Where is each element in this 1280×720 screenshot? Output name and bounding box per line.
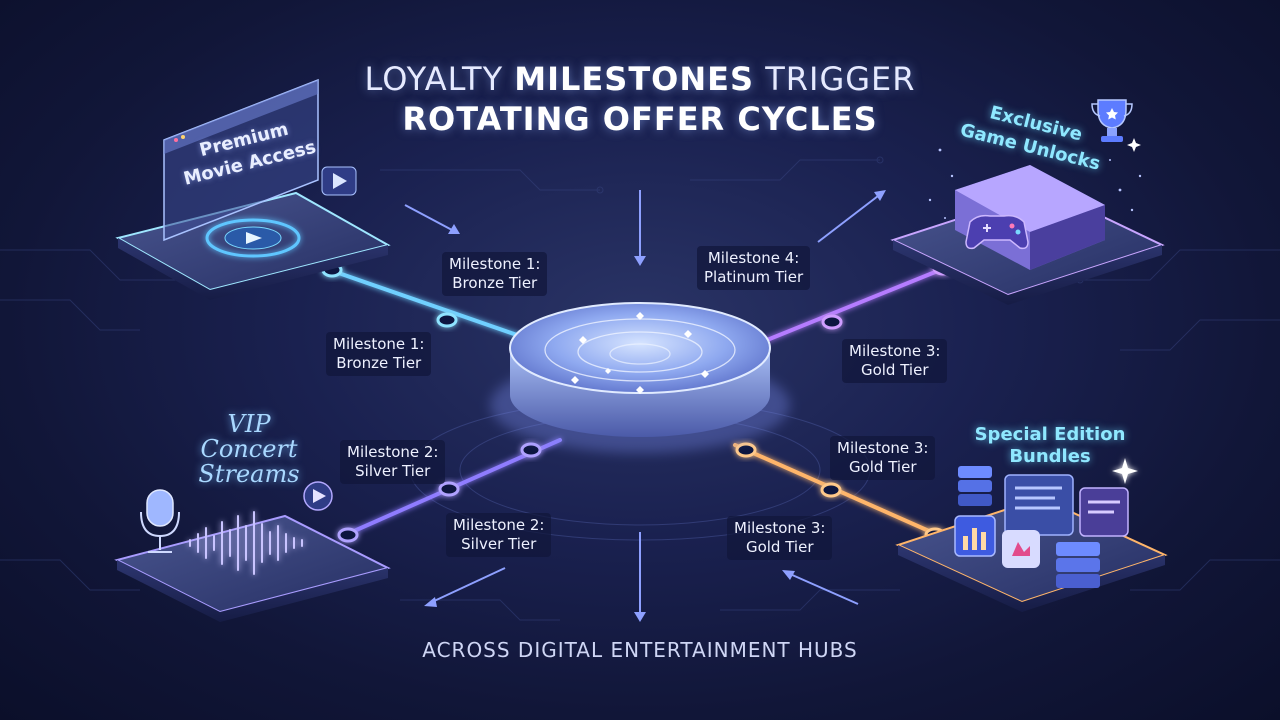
title-word-loyalty: LOYALTY: [364, 60, 504, 98]
label-line: Milestone 2:: [453, 516, 545, 534]
app-tile-icon: [1002, 530, 1040, 568]
flow-arrows: [404, 190, 886, 622]
silver-node-3: [520, 442, 542, 458]
platinum-node-2: [821, 314, 843, 330]
special-edition-title-line2: Bundles: [1009, 446, 1091, 467]
bundle-panels: [1004, 474, 1129, 537]
microphone-icon: [140, 489, 180, 553]
title-word-trigger: TRIGGER: [765, 60, 916, 98]
arrow-down-bottom: [634, 532, 646, 622]
bar-chart-icon: [954, 515, 996, 557]
floating-screen: [163, 78, 319, 242]
vip-concert-title: VIP Concert Streams: [184, 412, 314, 487]
label-line: Milestone 1:: [449, 255, 541, 273]
vip-concert-title-line1: VIP: [227, 410, 271, 438]
label-line: Gold Tier: [848, 458, 917, 476]
footer-caption: ACROSS DIGITAL ENTERTAINMENT HUBS: [422, 638, 858, 662]
label-line: Gold Tier: [745, 538, 814, 556]
play-icon-concert: [303, 481, 333, 511]
arrow-from-bundle-card: [782, 570, 859, 605]
sparkle-icon: [1112, 458, 1138, 484]
label-line: Milestone 2:: [347, 443, 439, 461]
gold-node-1: [735, 442, 757, 458]
card-vip-concert: [114, 481, 391, 622]
silver-node-2: [438, 481, 460, 497]
title-word-milestones: MILESTONES: [514, 60, 755, 98]
arrow-down-top: [634, 190, 646, 266]
arrow-to-game-card: [817, 190, 886, 243]
label-line: Silver Tier: [461, 535, 537, 553]
special-edition-title-line1: Special Edition: [974, 424, 1126, 445]
label-milestone3-upper-right: Milestone 3: Gold Tier: [842, 339, 948, 383]
label-line: Silver Tier: [355, 462, 431, 480]
sparkle-dust: [928, 148, 1142, 219]
label-milestone1-upper: Milestone 1: Bronze Tier: [442, 252, 548, 296]
vip-concert-title-line2: Concert: [200, 435, 298, 463]
label-line: Bronze Tier: [336, 354, 422, 372]
page-title-line1: LOYALTY MILESTONES TRIGGER: [0, 60, 1280, 98]
arrow-to-concert-card: [424, 567, 506, 607]
console-box: [955, 165, 1105, 270]
sound-wave: [189, 511, 303, 575]
label-line: Milestone 3:: [849, 342, 941, 360]
label-milestone1-lower: Milestone 1: Bronze Tier: [326, 332, 432, 376]
card-special-edition: [895, 458, 1168, 612]
silver-node-1: [337, 527, 359, 543]
game-controller-icon: [965, 214, 1029, 250]
label-line: Platinum Tier: [704, 268, 804, 286]
stacked-cubes: [958, 466, 1100, 588]
central-hub: [490, 302, 790, 453]
bronze-node-2: [436, 312, 458, 328]
label-line: Milestone 1:: [333, 335, 425, 353]
gold-node-2: [820, 482, 842, 498]
label-milestone2-upper: Milestone 2: Silver Tier: [340, 440, 446, 484]
arrow-to-hub-left: [404, 204, 460, 234]
page-title-line2: ROTATING OFFER CYCLES: [402, 100, 878, 138]
trophy-icon: [1091, 99, 1141, 152]
label-milestone3-mid-right: Milestone 3: Gold Tier: [830, 436, 936, 480]
label-milestone4: Milestone 4: Platinum Tier: [697, 246, 811, 290]
card-premium-movie: [115, 78, 391, 300]
label-milestone3-lower-right: Milestone 3: Gold Tier: [727, 516, 833, 560]
label-line: Milestone 3:: [734, 519, 826, 537]
play-disc: [205, 218, 301, 258]
special-edition-title: Special Edition Bundles: [960, 424, 1140, 468]
label-line: Milestone 4:: [707, 249, 800, 267]
label-milestone2-lower: Milestone 2: Silver Tier: [446, 513, 552, 557]
play-icon: [321, 166, 357, 196]
vip-concert-title-line3: Streams: [198, 460, 300, 488]
label-line: Bronze Tier: [452, 274, 538, 292]
label-line: Gold Tier: [860, 361, 929, 379]
card-exclusive-game: [890, 99, 1165, 305]
label-line: Milestone 3:: [837, 439, 929, 457]
